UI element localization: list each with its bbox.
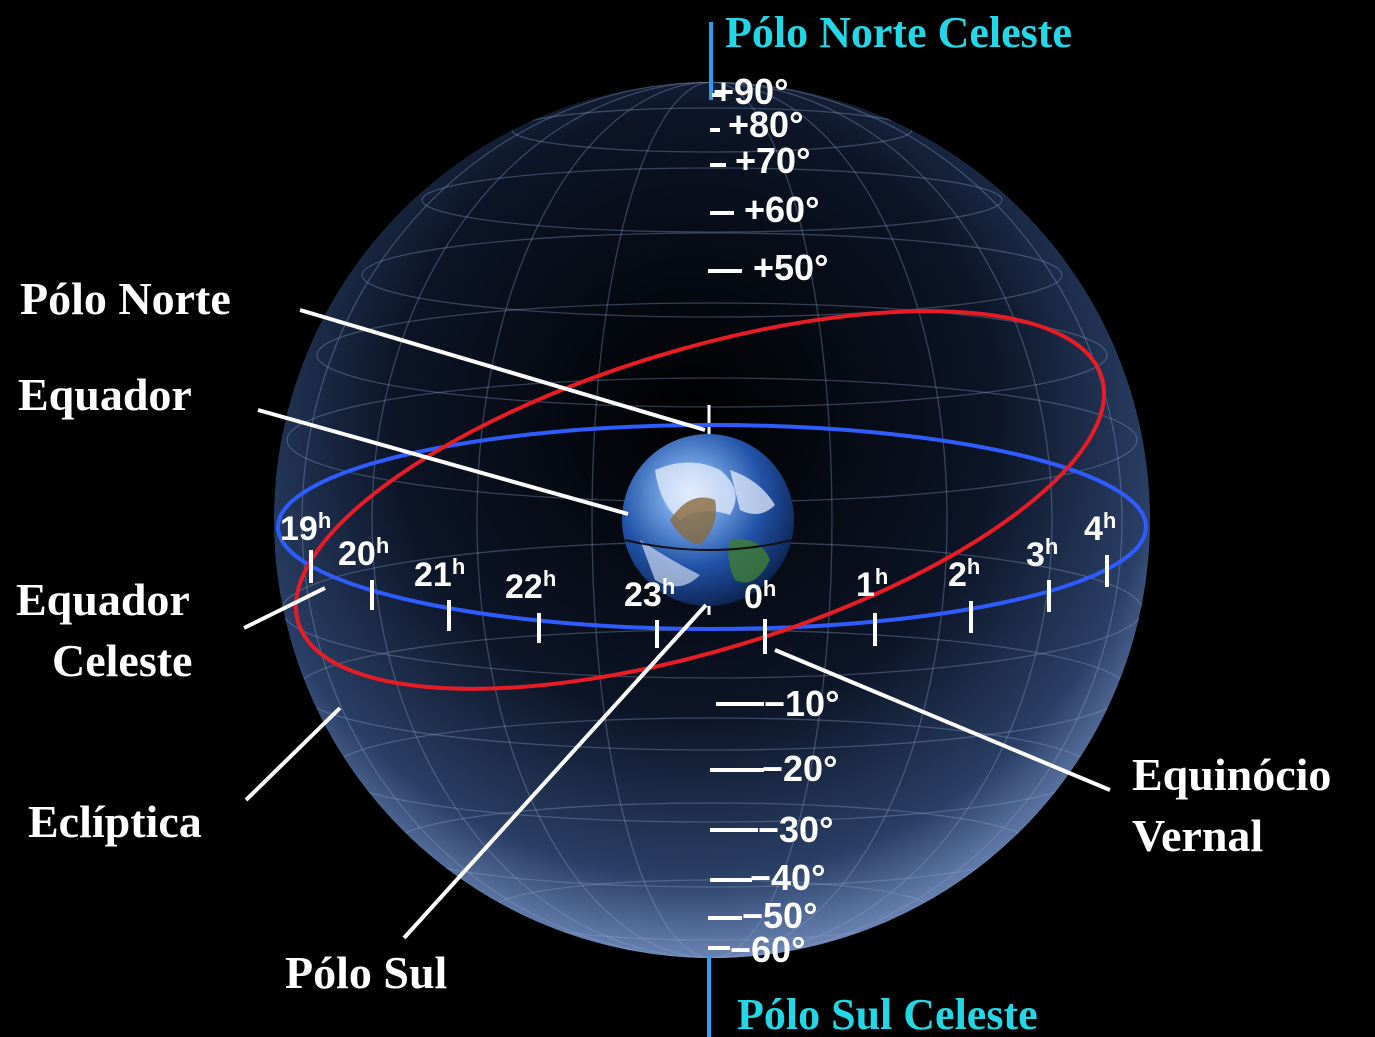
south-celestial-pole-title: Pólo Sul Celeste <box>737 990 1038 1037</box>
declination-label: +90° <box>713 71 788 112</box>
declination-label: −10° <box>764 683 839 724</box>
hour-labels: 19h 20h 21h 22h 23h 0h 1h 2h 3h 4h <box>280 508 1116 616</box>
declination-label: +50° <box>753 247 828 288</box>
hour-label: 2h <box>948 554 980 594</box>
hour-label: 20h <box>338 533 389 573</box>
label-equinocio-line1: Equinócio <box>1132 749 1331 800</box>
declination-label: −50° <box>742 895 817 936</box>
earth <box>622 434 794 606</box>
hour-label: 0h <box>744 576 776 616</box>
label-equador-celeste-line1: Equador <box>16 574 190 625</box>
declination-label: −20° <box>762 748 837 789</box>
label-polo-sul: Pólo Sul <box>285 947 447 998</box>
north-declination-labels: +90° +80° +70° +60° +50° <box>713 71 828 288</box>
declination-label: +60° <box>744 189 819 230</box>
declination-label: +70° <box>735 140 810 181</box>
celestial-equator <box>276 526 1148 631</box>
leader-equador-celeste <box>243 586 326 630</box>
hour-label: 22h <box>505 566 556 606</box>
label-equador-celeste-line2: Celeste <box>52 635 192 686</box>
hour-label: 4h <box>1084 508 1116 548</box>
leader-equinocio <box>774 648 1111 792</box>
leader-polo-sul <box>402 603 708 940</box>
label-polo-norte: Pólo Norte <box>20 273 231 324</box>
hour-label: 3h <box>1026 534 1058 574</box>
declination-label: −60° <box>730 929 805 970</box>
label-equinocio-line2: Vernal <box>1132 810 1263 861</box>
label-ecliptica: Eclíptica <box>28 796 202 847</box>
declination-label: +80° <box>728 104 803 145</box>
hour-label: 21h <box>414 554 465 594</box>
ecliptic <box>293 309 1107 691</box>
hour-label: 19h <box>280 508 331 548</box>
declination-label: −30° <box>758 809 833 850</box>
leader-polo-norte <box>299 308 706 432</box>
leader-equador <box>257 408 629 516</box>
hour-label: 23h <box>624 574 675 614</box>
leader-ecliptica <box>244 706 342 802</box>
celestial-equator-back <box>276 423 1148 528</box>
leader-lines <box>243 308 1111 940</box>
declination-label: −40° <box>750 857 825 898</box>
south-declination-ticks <box>708 702 764 950</box>
label-equador: Equador <box>18 369 192 420</box>
north-declination-ticks <box>708 93 742 273</box>
north-celestial-pole-title: Pólo Norte Celeste <box>725 8 1072 57</box>
hour-label: 1h <box>856 564 888 604</box>
south-declination-labels: −10° −20° −30° −40° −50° −60° <box>730 683 839 970</box>
hour-markers <box>309 550 1109 654</box>
